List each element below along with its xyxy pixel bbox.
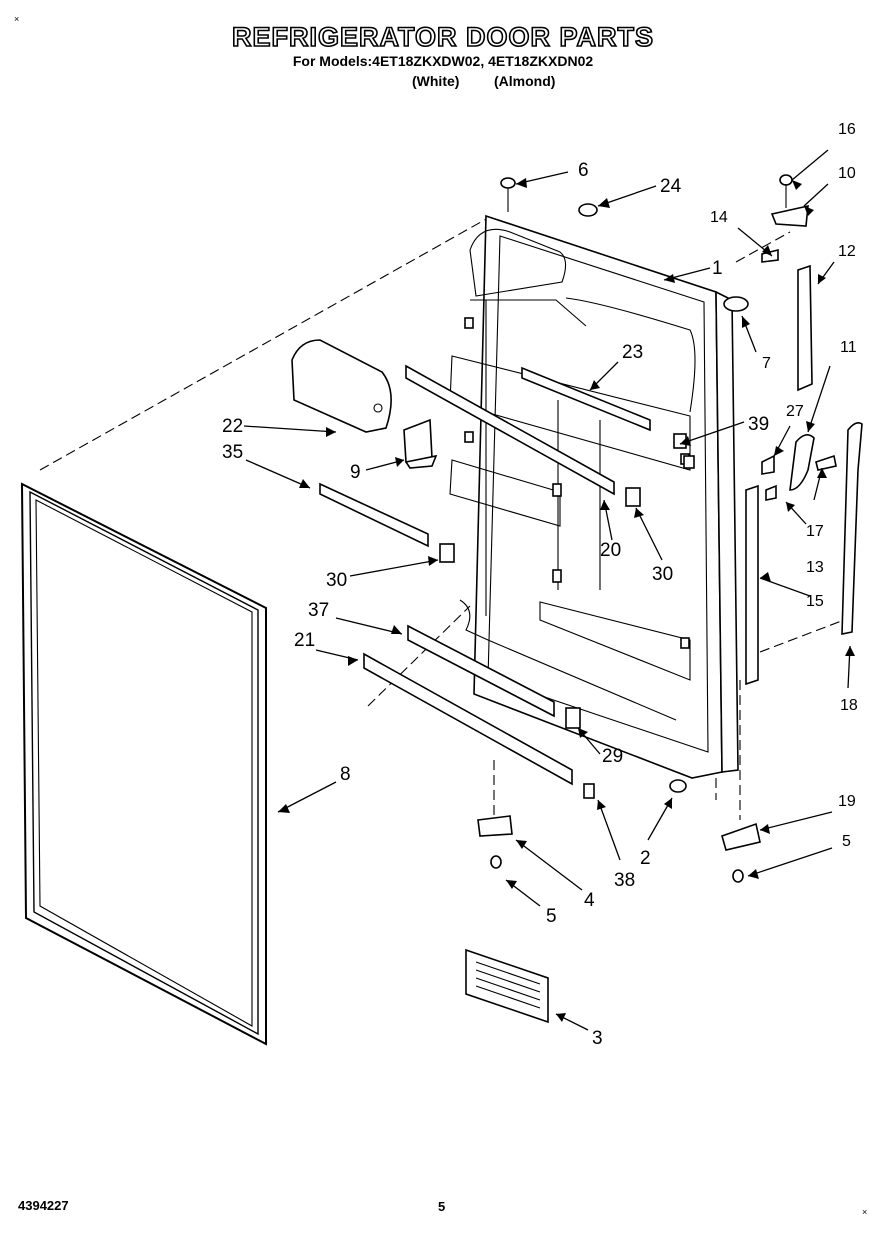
page-number: 5 — [438, 1199, 446, 1214]
callout-13: 13 — [806, 559, 824, 576]
models-line: For Models:4ET18ZKXDW02, 4ET18ZKXDN02 — [292, 53, 594, 69]
callout-35: 35 — [222, 442, 243, 463]
callout-20: 20 — [600, 540, 621, 561]
callout-30-right: 30 — [652, 564, 673, 585]
page-title: REFRIGERATOR DOOR PARTS — [231, 21, 654, 53]
callout-labels: 6 24 1 14 16 10 12 7 11 22 23 39 27 35 9… — [222, 121, 858, 1049]
callout-10: 10 — [838, 165, 856, 182]
callout-18: 18 — [840, 697, 858, 714]
document-number: 4394227 — [18, 1198, 69, 1213]
callout-19: 19 — [838, 793, 856, 810]
callout-21: 21 — [294, 630, 315, 651]
callout-11: 11 — [840, 339, 857, 356]
callout-arrowheads — [278, 178, 855, 1022]
callout-39: 39 — [748, 414, 769, 435]
hardware-parts — [477, 174, 863, 883]
callout-7: 7 — [762, 355, 771, 372]
callout-23: 23 — [622, 342, 643, 363]
callout-37: 37 — [308, 600, 329, 621]
callout-16: 16 — [838, 121, 856, 138]
callout-38: 38 — [614, 870, 635, 891]
callout-29: 29 — [602, 746, 623, 767]
callout-30-left: 30 — [326, 570, 347, 591]
callout-22: 22 — [222, 416, 243, 437]
callout-8: 8 — [340, 764, 351, 785]
callout-1: 1 — [712, 258, 723, 279]
callout-5-left: 5 — [546, 906, 557, 927]
callout-5-right: 5 — [842, 833, 851, 850]
callout-2: 2 — [640, 848, 651, 869]
callout-9: 9 — [350, 462, 361, 483]
door-gasket — [20, 482, 267, 1046]
callout-27: 27 — [786, 403, 804, 420]
callout-3: 3 — [592, 1028, 603, 1049]
shelf-bars — [319, 364, 651, 786]
callout-4: 4 — [584, 890, 595, 911]
callout-14: 14 — [710, 209, 728, 226]
callout-12: 12 — [838, 243, 856, 260]
dairy-compartment — [291, 339, 392, 433]
callout-17: 17 — [806, 523, 824, 540]
door-liner — [449, 214, 739, 779]
grille-panel — [465, 948, 549, 1024]
callout-6: 6 — [578, 160, 589, 181]
small-parts — [403, 418, 695, 799]
registration-mark-bottom-right: × — [862, 1207, 868, 1217]
registration-mark-top-left: × — [14, 14, 20, 24]
variant-almond: (Almond) — [494, 73, 556, 89]
callout-24: 24 — [660, 176, 682, 197]
variant-white: (White) — [412, 73, 460, 89]
callout-15: 15 — [806, 593, 824, 610]
